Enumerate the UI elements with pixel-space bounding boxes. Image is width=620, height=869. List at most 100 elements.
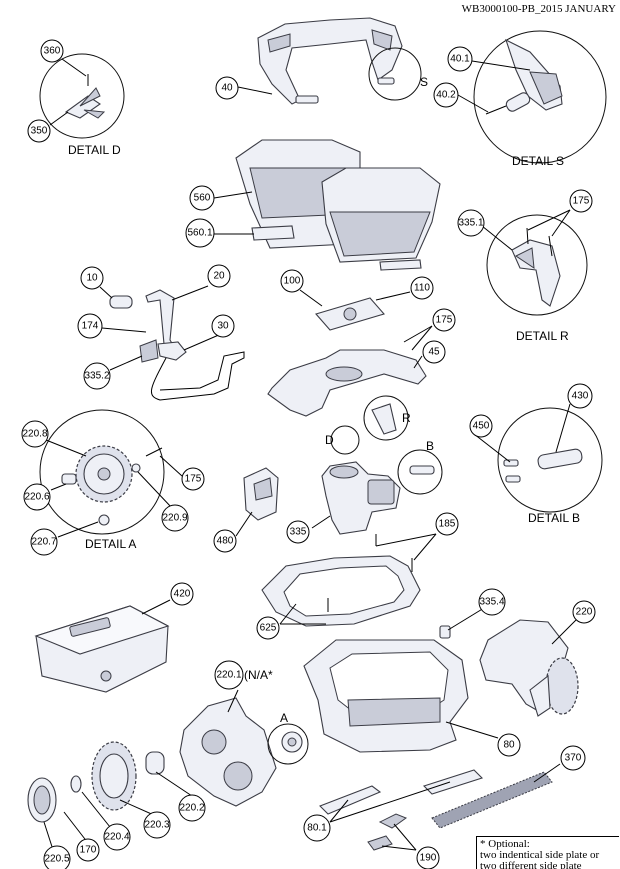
part-label-175-frame: 175 [432, 308, 456, 332]
part-label-40-2: 40.2 [433, 82, 459, 108]
document-code-header: WB3000100-PB_2015 JANUARY [461, 3, 616, 15]
part-label-80: 80 [497, 733, 521, 757]
svg-text:335.1: 335.1 [458, 218, 483, 229]
svg-text:220.6: 220.6 [24, 492, 49, 503]
svg-text:175: 175 [573, 196, 590, 207]
wheel-drawing [27, 741, 165, 823]
left-side-plate-drawing [179, 697, 277, 807]
svg-text:625: 625 [260, 623, 277, 634]
chassis-frame-drawing [261, 534, 421, 627]
part-label-80-1: 80.1 [303, 814, 331, 842]
drive-gear-drawing [61, 445, 163, 526]
detail-b-circle [497, 407, 603, 513]
svg-text:220.5: 220.5 [44, 854, 69, 865]
footnote-line-2: two indentical side plate or [480, 849, 600, 861]
svg-text:185: 185 [439, 519, 456, 530]
part-label-335-1: 335.1 [457, 209, 485, 237]
svg-text:220.4: 220.4 [104, 832, 129, 843]
part-label-10: 10 [80, 266, 104, 290]
part-label-220-1: 220.1 [214, 660, 244, 690]
svg-text:40: 40 [221, 83, 233, 94]
svg-text:220.7: 220.7 [31, 537, 56, 548]
part-label-560: 560 [189, 185, 215, 211]
brush-drawing [431, 771, 553, 829]
svg-text:480: 480 [217, 536, 234, 547]
handle-pin-drawing [485, 38, 563, 115]
svg-text:100: 100 [284, 276, 301, 287]
power-supply-drawing [34, 605, 170, 693]
leader-lines [43, 58, 577, 857]
svg-text:175: 175 [185, 474, 202, 485]
top-cover-drawing [315, 297, 385, 331]
svg-text:40.1: 40.1 [450, 54, 470, 65]
handle-drawing [257, 17, 403, 105]
svg-text:170: 170 [80, 845, 97, 856]
optional-footnote: * Optional: two indentical side plate or… [476, 836, 619, 869]
part-label-40-1: 40.1 [447, 46, 473, 72]
part-label-20: 20 [207, 264, 231, 288]
part-label-220-7: 220.7 [30, 528, 58, 556]
svg-text:560: 560 [194, 193, 211, 204]
part-label-220-9: 220.9 [161, 504, 189, 532]
svg-text:335.4: 335.4 [479, 597, 504, 608]
detail-s-letter: S [420, 75, 428, 89]
svg-text:80.1: 80.1 [307, 823, 327, 834]
part-label-370: 370 [560, 745, 586, 771]
svg-text:335.2: 335.2 [84, 371, 109, 382]
axle-drawing [503, 448, 583, 483]
detail-s-circle [473, 30, 607, 164]
svg-text:40.2: 40.2 [436, 90, 456, 101]
part-label-175-detail-r: 175 [569, 189, 593, 213]
svg-text:45: 45 [428, 347, 440, 358]
detail-d-letter: D [325, 433, 334, 447]
detail-a-circle [39, 409, 165, 535]
part-label-174: 174 [77, 313, 103, 339]
svg-text:220.2: 220.2 [179, 803, 204, 814]
part-label-220-5: 220.5 [43, 845, 71, 869]
part-label-45: 45 [422, 340, 446, 364]
footnote-line-3: two different side plate [480, 860, 582, 869]
part-label-420: 420 [170, 582, 194, 606]
detail-d-circle [39, 53, 125, 139]
impeller-drawing [64, 87, 106, 119]
detail-r-callout-circle [363, 395, 409, 441]
svg-text:350: 350 [31, 126, 48, 137]
svg-text:110: 110 [414, 283, 430, 294]
svg-text:20: 20 [213, 271, 225, 282]
detail-r-circle [486, 214, 588, 316]
part-label-335-4: 335.4 [478, 588, 506, 616]
part-label-430: 430 [567, 383, 593, 409]
filter-baskets-drawing [235, 139, 441, 271]
detail-a-callout-circle [267, 723, 309, 765]
part-label-360: 360 [40, 39, 64, 63]
detail-d-label: DETAIL D [68, 143, 121, 157]
part-label-220-3: 220.3 [143, 811, 171, 839]
svg-text:174: 174 [82, 321, 99, 332]
svg-text:420: 420 [174, 589, 191, 600]
part-label-110: 110 [410, 276, 434, 300]
detail-r-letter: R [402, 411, 411, 425]
part-label-625: 625 [256, 616, 280, 640]
svg-text:430: 430 [572, 391, 589, 402]
pump-motor-drawing [321, 461, 401, 535]
robot-body-drawing [303, 625, 469, 753]
part-label-560-1: 560.1 [185, 218, 215, 248]
svg-text:220.8: 220.8 [22, 429, 47, 440]
part-label-185: 185 [435, 512, 459, 536]
svg-text:220: 220 [576, 607, 593, 618]
side-bracket-drawing [243, 467, 279, 521]
svg-text:80: 80 [503, 740, 515, 751]
svg-text:220.9: 220.9 [162, 513, 187, 524]
part-label-335: 335 [286, 520, 310, 544]
hose-fitting-drawing [109, 289, 245, 401]
svg-text:335: 335 [290, 527, 307, 538]
part-label-220-4: 220.4 [103, 823, 131, 851]
bracket-drawing [511, 227, 561, 307]
detail-b-label: DETAIL B [528, 511, 580, 525]
optional-mark: (N/A* [244, 668, 273, 682]
part-label-480: 480 [213, 529, 237, 553]
svg-text:30: 30 [217, 321, 229, 332]
part-label-190: 190 [416, 846, 440, 869]
